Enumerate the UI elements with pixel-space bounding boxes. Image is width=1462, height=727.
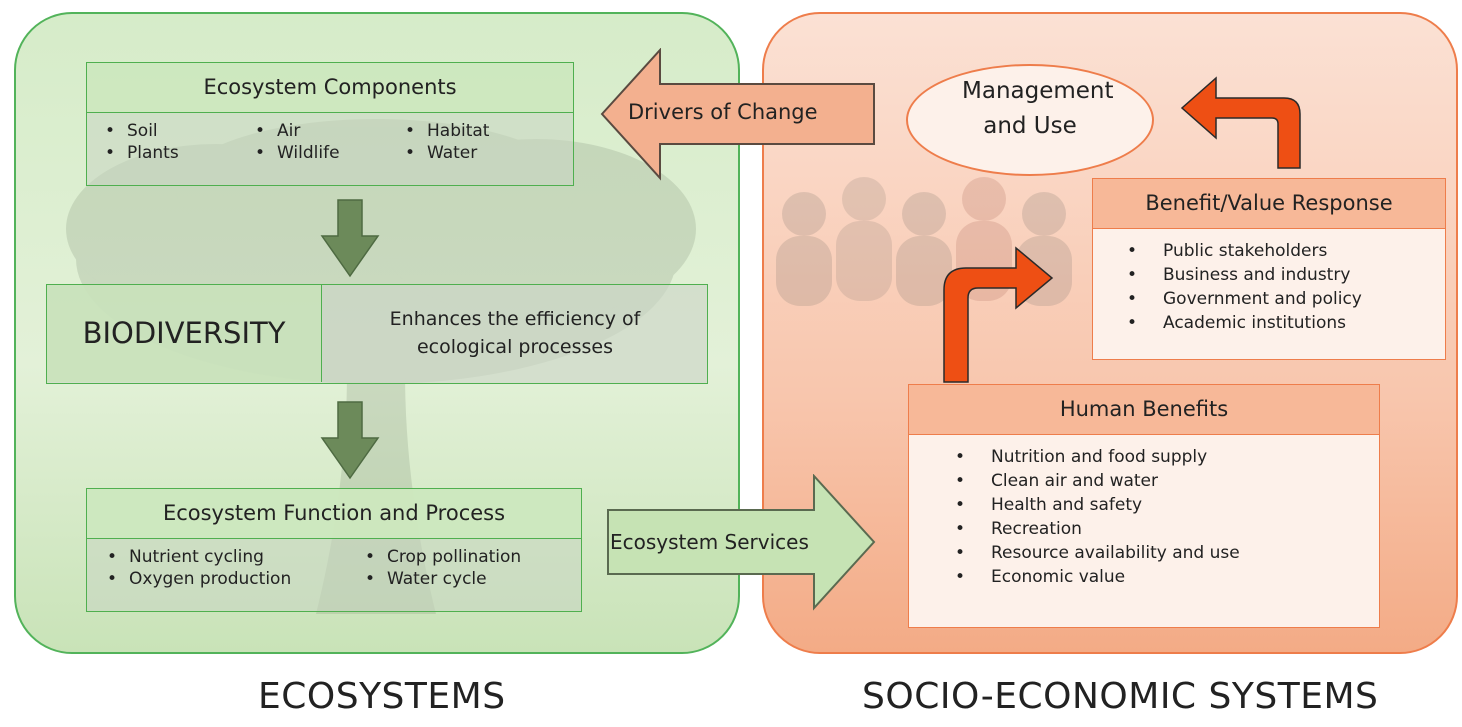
drivers-of-change-label: Drivers of Change (628, 100, 818, 124)
down-arrow-icon (320, 199, 380, 278)
ecosystem-function-box: Ecosystem Function and Process Nutrient … (86, 488, 582, 612)
list-item: Soil (105, 121, 255, 141)
list-item: Government and policy (1127, 287, 1362, 311)
ecosystem-components-box: Ecosystem Components Soil Air Habitat Pl… (86, 62, 574, 186)
list-item: Habitat (405, 121, 555, 141)
human-benefits-list: Nutrition and food supply Clean air and … (955, 445, 1240, 589)
biodiversity-box: BIODIVERSITY Enhances the efficiency of … (46, 284, 708, 384)
ecosystems-section-title: ECOSYSTEMS (258, 676, 506, 717)
ecosystem-components-title: Ecosystem Components (87, 63, 573, 113)
ecosystem-services-arrow (607, 474, 876, 611)
drivers-of-change-arrow (600, 48, 875, 181)
list-item: Health and safety (955, 493, 1240, 517)
list-item: Plants (105, 143, 255, 163)
list-item: Wildlife (255, 143, 405, 163)
list-item: Nutrient cycling (107, 547, 365, 567)
biodiversity-description: Enhances the efficiency of ecological pr… (389, 308, 641, 358)
list-item: Oxygen production (107, 569, 365, 589)
list-item: Water (405, 143, 555, 163)
curved-arrow-icon (1180, 76, 1301, 169)
biodiversity-label: BIODIVERSITY (47, 285, 322, 382)
down-arrow-icon (320, 401, 380, 480)
ecosystem-components-list: Soil Air Habitat Plants Wildlife Water (105, 121, 555, 163)
curved-arrow-icon (943, 246, 1054, 383)
list-item: Clean air and water (955, 469, 1240, 493)
socio-economic-section-title: SOCIO-ECONOMIC SYSTEMS (862, 676, 1379, 717)
benefit-value-response-list: Public stakeholders Business and industr… (1127, 239, 1362, 335)
list-item: Nutrition and food supply (955, 445, 1240, 469)
ecosystem-function-title: Ecosystem Function and Process (87, 489, 581, 539)
list-item: Air (255, 121, 405, 141)
management-and-use-ellipse: Management and Use (906, 64, 1154, 176)
list-item: Academic institutions (1127, 311, 1362, 335)
list-item: Resource availability and use (955, 541, 1240, 565)
list-item: Water cycle (365, 569, 575, 589)
management-and-use-label: Management and Use (962, 78, 1114, 139)
benefit-value-response-title: Benefit/Value Response (1093, 179, 1445, 229)
human-benefits-box: Human Benefits Nutrition and food supply… (908, 384, 1380, 628)
list-item: Crop pollination (365, 547, 575, 567)
human-benefits-title: Human Benefits (909, 385, 1379, 435)
list-item: Recreation (955, 517, 1240, 541)
list-item: Public stakeholders (1127, 239, 1362, 263)
benefit-value-response-box: Benefit/Value Response Public stakeholde… (1092, 178, 1446, 360)
list-item: Economic value (955, 565, 1240, 589)
ecosystem-function-list: Nutrient cycling Crop pollination Oxygen… (107, 547, 575, 589)
ecosystem-services-label: Ecosystem Services (610, 530, 809, 554)
list-item: Business and industry (1127, 263, 1362, 287)
